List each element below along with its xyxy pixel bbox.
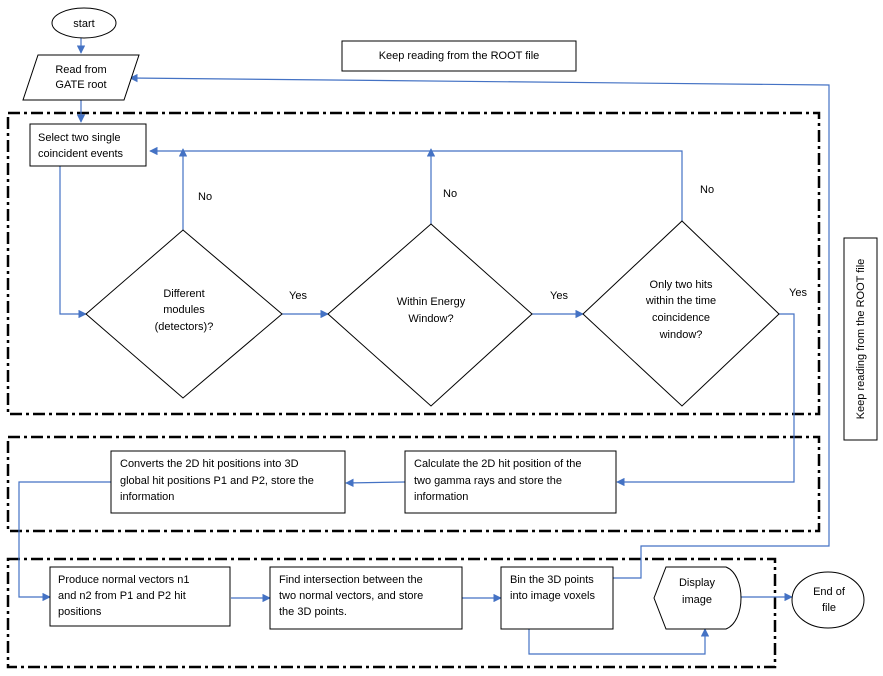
time-window-line: coincidence (652, 312, 710, 324)
intersection-line: Find intersection between the (279, 574, 423, 586)
time-window-line: window? (659, 329, 703, 341)
normal-vectors-line: and n2 from P1 and P2 hit (58, 590, 186, 602)
start-terminator: start (51, 7, 117, 39)
convert-3d-box: Converts the 2D hit positions into 3D gl… (110, 450, 346, 514)
intersection-box: Find intersection between the two normal… (269, 566, 463, 630)
energy-window-decision: Within Energy Window? (327, 223, 533, 407)
keep-reading-side-box: Keep reading from the ROOT file (843, 237, 878, 441)
keep-reading-top-label: Keep reading from the ROOT file (379, 50, 540, 62)
group-image-reconstruction (6, 557, 777, 669)
yes-label: Yes (789, 287, 807, 299)
group-position-calculation (6, 435, 821, 533)
time-window-line: Only two hits (650, 279, 713, 291)
calc-2d-line: two gamma rays and store the (414, 475, 562, 487)
convert-3d-line: global hit positions P1 and P2, store th… (120, 475, 314, 487)
different-modules-line: modules (163, 304, 205, 316)
energy-window-line: Within Energy (397, 296, 466, 308)
no-label: No (198, 191, 212, 203)
display-image-line: image (682, 594, 712, 606)
read-gate-root-line: Read from (55, 64, 106, 76)
no-label: No (443, 188, 457, 200)
bin-points-box: Bin the 3D points into image voxels (500, 566, 614, 630)
end-of-file-line: file (822, 602, 836, 614)
select-events-line: Select two single (38, 132, 121, 144)
intersection-line: two normal vectors, and store (279, 590, 423, 602)
calc-2d-line: information (414, 491, 468, 503)
time-window-decision: Only two hits within the time coincidenc… (582, 220, 780, 407)
group-event-selection (6, 111, 821, 416)
yes-label: Yes (289, 290, 307, 302)
select-events-box: Select two single coincident events (29, 123, 147, 167)
end-terminator: End of file (791, 571, 865, 629)
read-gate-root-input: Read from GATE root (22, 54, 140, 101)
energy-window-line: Window? (408, 313, 453, 325)
display-image-line: Display (679, 577, 716, 589)
intersection-line: the 3D points. (279, 606, 347, 618)
calc-2d-line: Calculate the 2D hit position of the (414, 458, 582, 470)
normal-vectors-box: Produce normal vectors n1 and n2 from P1… (49, 566, 231, 627)
different-modules-line: (detectors)? (155, 321, 214, 333)
end-of-file-line: End of (813, 586, 846, 598)
different-modules-line: Different (163, 288, 204, 300)
bin-points-line: into image voxels (510, 590, 595, 602)
bin-points-line: Bin the 3D points (510, 574, 594, 586)
convert-3d-line: Converts the 2D hit positions into 3D (120, 458, 299, 470)
different-modules-decision: Different modules (detectors)? (85, 229, 283, 399)
normal-vectors-line: positions (58, 606, 102, 618)
yes-label: Yes (550, 290, 568, 302)
display-image-node: Display image (653, 566, 742, 630)
select-events-line: coincident events (38, 148, 123, 160)
read-gate-root-line: GATE root (55, 79, 106, 91)
time-window-line: within the time (645, 295, 716, 307)
start-label: start (73, 18, 94, 30)
normal-vectors-line: Produce normal vectors n1 (58, 574, 189, 586)
no-label: No (700, 184, 714, 196)
calc-2d-box: Calculate the 2D hit position of the two… (404, 450, 617, 514)
convert-3d-line: information (120, 491, 174, 503)
keep-reading-top-box: Keep reading from the ROOT file (341, 40, 577, 72)
connectors (18, 38, 830, 655)
keep-reading-side-label: Keep reading from the ROOT file (855, 259, 867, 420)
